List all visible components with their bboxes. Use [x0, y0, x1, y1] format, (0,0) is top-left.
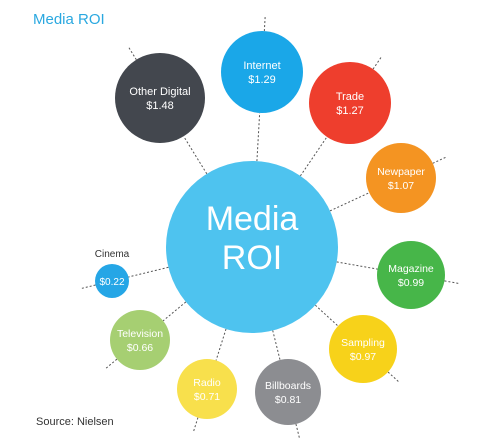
- page-title: Media ROI: [33, 11, 105, 28]
- connector-cinema: [128, 266, 169, 278]
- tick-trade: [372, 57, 382, 70]
- center-bubble-group: Media ROI: [166, 161, 338, 333]
- center-label-line1: Media: [206, 200, 299, 238]
- tick-newpaper: [432, 156, 446, 164]
- bubble-name-internet: Internet: [243, 60, 280, 72]
- tick-sampling: [387, 371, 399, 382]
- connector-lines: [81, 17, 459, 438]
- connector-television: [162, 301, 187, 322]
- bubble-name-other-digital: Other Digital: [129, 86, 190, 98]
- bubble-name-cinema: Cinema: [95, 249, 130, 260]
- connector-radio: [215, 328, 227, 361]
- connector-billboards: [272, 330, 281, 361]
- bubble-name-radio: Radio: [193, 377, 221, 389]
- center-label-line2: ROI: [222, 239, 282, 277]
- tick-magazine: [444, 280, 459, 284]
- bubble-value-television: $0.66: [127, 342, 153, 354]
- bubble-value-cinema: $0.22: [99, 277, 124, 288]
- tick-other-digital: [128, 47, 137, 60]
- bubble-value-magazine: $0.99: [398, 277, 424, 289]
- bubble-trade: [309, 62, 391, 144]
- bubble-radio: [177, 359, 237, 419]
- bubble-name-billboards: Billboards: [265, 380, 311, 392]
- bubble-value-newpaper: $1.07: [388, 180, 414, 192]
- connector-internet: [256, 112, 261, 162]
- bubble-value-billboards: $0.81: [275, 394, 301, 406]
- connector-other-digital: [183, 136, 208, 175]
- bubble-sampling: [329, 315, 397, 383]
- bubble-name-television: Television: [117, 328, 163, 340]
- center-bubble: [166, 161, 338, 333]
- bubble-name-magazine: Magazine: [388, 263, 434, 275]
- bubble-television: [110, 310, 170, 370]
- bubble-name-newpaper: Newpaper: [377, 166, 425, 178]
- bubble-newpaper: [366, 143, 436, 213]
- bubble-billboards: [255, 359, 321, 425]
- connector-sampling: [314, 304, 339, 327]
- connector-trade: [299, 136, 328, 177]
- bubble-magazine: [377, 241, 445, 309]
- bubble-other-digital: [115, 53, 205, 143]
- tick-billboards: [295, 423, 300, 438]
- bubble-name-trade: Trade: [336, 91, 364, 103]
- bubble-value-internet: $1.29: [248, 74, 276, 86]
- bubble-value-sampling: $0.97: [350, 351, 376, 363]
- bubble-internet: [221, 31, 303, 113]
- bubble-value-radio: $0.71: [194, 391, 220, 403]
- connector-newpaper: [329, 192, 370, 212]
- bubble-cinema: [95, 264, 129, 298]
- tick-radio: [193, 417, 199, 432]
- tick-cinema: [81, 284, 96, 289]
- bubble-value-trade: $1.27: [336, 105, 364, 117]
- bubble-value-other-digital: $1.48: [146, 100, 174, 112]
- tick-television: [105, 358, 118, 369]
- connector-magazine: [336, 261, 378, 270]
- source-note: Source: Nielsen: [36, 416, 114, 428]
- tick-internet: [263, 17, 266, 32]
- bubble-name-sampling: Sampling: [341, 337, 385, 349]
